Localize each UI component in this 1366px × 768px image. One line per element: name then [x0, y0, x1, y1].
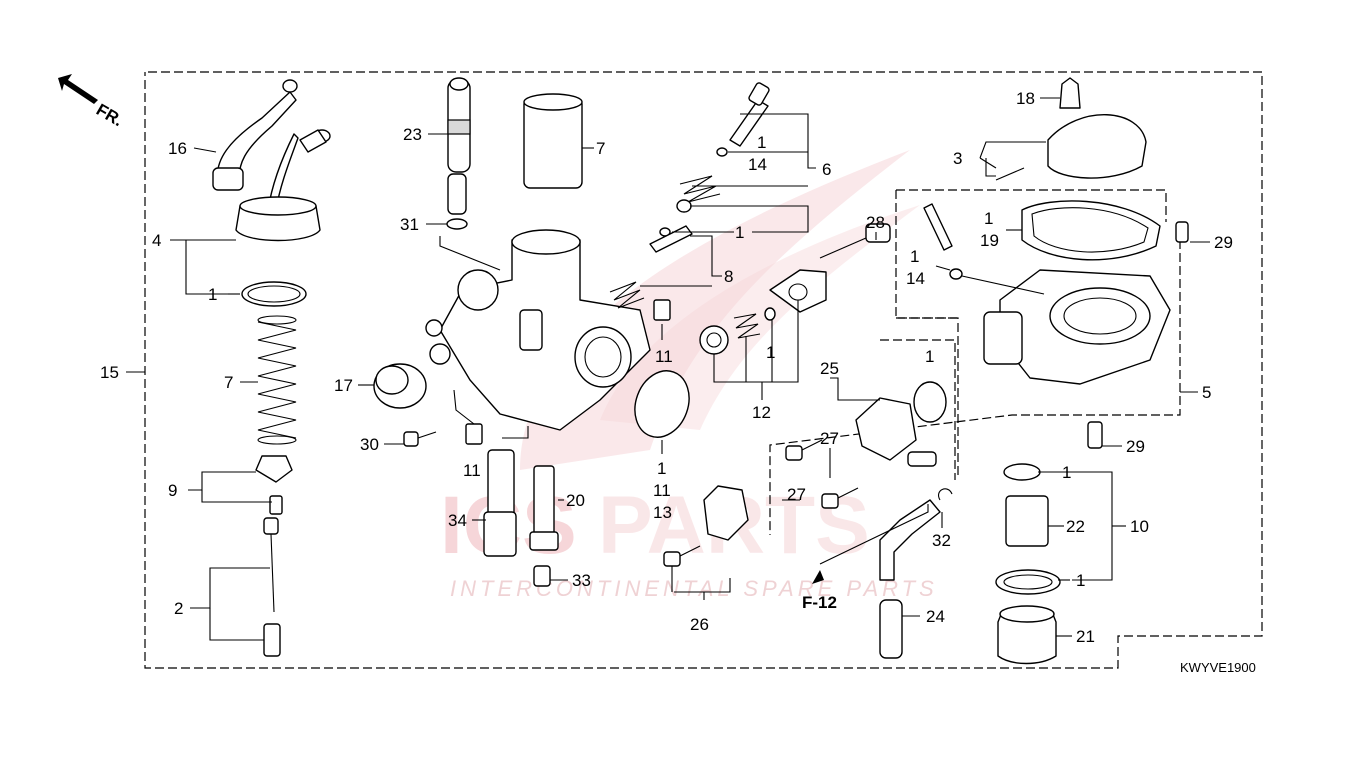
watermark-tagline-suffix: PARE PARTS: [762, 576, 938, 601]
reference-code: KWYVE1900: [1180, 660, 1256, 675]
callout-1-filter-top: 1: [1062, 463, 1071, 482]
callout-1-oring-small: 1: [735, 223, 744, 242]
part-33-jet: [533, 565, 551, 587]
figure-reference: F-12: [802, 593, 837, 612]
part-18-valve: [1059, 77, 1081, 109]
callout-24: 24: [926, 607, 945, 626]
callout-14-right: 14: [906, 269, 925, 288]
callout-28: 28: [866, 213, 885, 232]
callout-5: 5: [1202, 383, 1211, 402]
callout-1-cock: 1: [925, 347, 934, 366]
part-10-filter-set: [995, 463, 1061, 595]
part-25-fuel-cock: [855, 381, 947, 467]
part-2-jet-needle: [263, 517, 281, 657]
part-20-jet: [529, 465, 559, 551]
watermark-tagline-accent: S: [743, 576, 762, 601]
callout-32: 32: [932, 531, 951, 550]
part-17-cap: [373, 363, 427, 409]
callout-1-gasket: 1: [657, 459, 666, 478]
callout-1-left: 1: [208, 285, 217, 304]
callout-15: 15: [100, 363, 119, 382]
callout-8: 8: [724, 267, 733, 286]
watermark-swoosh-2: [600, 205, 920, 430]
callout-30: 30: [360, 435, 379, 454]
callout-11-gasket: 11: [653, 481, 671, 500]
callout-20: 20: [566, 491, 585, 510]
callout-21: 21: [1076, 627, 1095, 646]
callout-1-filter-bottom: 1: [1076, 571, 1085, 590]
part-14-screw-right: [923, 203, 963, 280]
callout-26: 26: [690, 615, 709, 634]
part-21-drain-plug: [997, 605, 1057, 665]
callout-27-lower: 27: [787, 485, 806, 504]
callout-34: 34: [448, 511, 467, 530]
assembly-frame: [144, 71, 1263, 669]
callout-19: 19: [980, 231, 999, 250]
callout-11-lower: 11: [463, 461, 481, 480]
leader-lines: [126, 97, 1210, 641]
callout-1-center: 1: [766, 343, 775, 362]
callout-13: 13: [653, 503, 672, 522]
callout-18: 18: [1016, 89, 1035, 108]
part-7-sleeve: [523, 93, 583, 189]
part-12-screw-set: [699, 307, 776, 355]
carburetor-body: [425, 229, 651, 431]
callout-17: 17: [334, 376, 353, 395]
callout-22: 22: [1066, 517, 1085, 536]
watermark-swoosh: [520, 150, 910, 470]
part-11-nut-a: [653, 299, 671, 321]
front-arrow-label: FR.: [93, 100, 126, 130]
callout-14-screw: 14: [748, 155, 767, 174]
callout-11-upper: 11: [655, 347, 673, 366]
callout-25: 25: [820, 359, 839, 378]
callout-27-upper: 27: [820, 429, 839, 448]
callout-9: 9: [168, 481, 177, 500]
part-32-clip: [938, 488, 953, 501]
callout-6: 6: [822, 160, 831, 179]
callout-23: 23: [403, 125, 422, 144]
part-27-screws: [785, 439, 859, 509]
part-30-screw: [403, 431, 437, 447]
part-19-gasket: [1021, 200, 1161, 261]
callout-1-right-screw: 1: [910, 247, 919, 266]
watermark: ICS PARTS INTERCONTINENTAL SPARE PARTS: [440, 150, 938, 601]
callout-10: 10: [1130, 517, 1149, 536]
part-4-top-cap: [235, 129, 331, 242]
part-1-oring-left: [241, 281, 307, 307]
front-arrow-icon: [58, 74, 98, 104]
part-9-needle-clip: [255, 455, 293, 515]
callout-3: 3: [953, 149, 962, 168]
callout-29-upper: 29: [1214, 233, 1233, 252]
part-16-vent-tube: [212, 79, 298, 191]
part-13-oring: [634, 370, 690, 438]
part-5-float-bowl: [983, 221, 1189, 449]
callout-16: 16: [168, 139, 187, 158]
part-3-float: [995, 114, 1147, 181]
callout-33: 33: [572, 571, 591, 590]
callout-12: 12: [752, 403, 771, 422]
callout-1-screw: 1: [757, 133, 766, 152]
callout-1-gasket-top: 1: [984, 209, 993, 228]
watermark-tagline-prefix: INTERCONTINENTAL: [450, 576, 743, 601]
part-28-flange: [769, 223, 891, 313]
part-24-hose: [879, 499, 941, 659]
callout-7-sleeve: 7: [596, 139, 605, 158]
part-31-clip: [446, 173, 468, 230]
callout-31: 31: [400, 215, 419, 234]
part-34-slide: [483, 449, 517, 557]
callout-4: 4: [152, 231, 161, 250]
callout-29-lower: 29: [1126, 437, 1145, 456]
callout-7-spring: 7: [224, 373, 233, 392]
front-direction-arrow: FR.: [58, 74, 126, 130]
part-7-spring: [257, 315, 297, 445]
part-23-tube: [447, 77, 471, 173]
watermark-tagline: INTERCONTINENTAL SPARE PARTS: [450, 576, 938, 601]
part-11-nut-b: [465, 423, 483, 445]
callout-2: 2: [174, 599, 183, 618]
callout-labels: 16 4 1 7 9 2 15 23 31 7 17 30 11 34 20 3…: [100, 89, 1256, 675]
